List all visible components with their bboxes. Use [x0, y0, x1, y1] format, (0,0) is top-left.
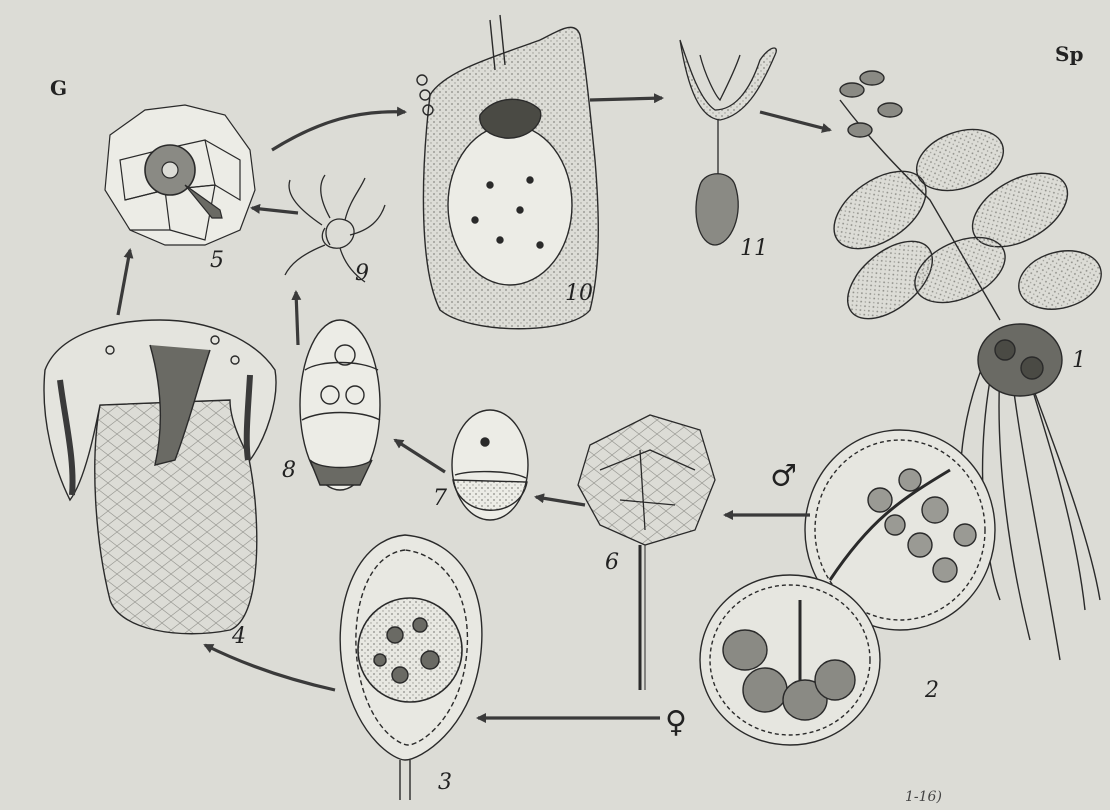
stage-5-fertilized-archegonium — [105, 105, 255, 245]
stage-8-antheridium-cells — [300, 320, 380, 490]
male-symbol: ♂ — [770, 462, 797, 492]
female-symbol: ♀ — [665, 708, 687, 738]
arrow-5-to-10 — [272, 112, 405, 150]
stage-number-7: 7 — [433, 488, 447, 510]
stage-number-11: 11 — [740, 238, 768, 260]
stage-number-3: 3 — [438, 772, 452, 794]
arrow-7-to-8 — [395, 440, 445, 472]
arrow-6-to-7 — [536, 497, 585, 505]
arrow-8-to-9 — [296, 292, 298, 345]
stage-2-sporocarps — [700, 430, 995, 745]
stage-6-microspore — [578, 415, 715, 690]
stage-number-8: 8 — [282, 460, 296, 482]
stage-number-2: 2 — [925, 680, 939, 702]
stage-number-10: 10 — [565, 283, 593, 305]
arrow-10-to-11 — [590, 98, 662, 100]
stage-number-6: 6 — [605, 552, 619, 574]
stage-number-5: 5 — [210, 250, 224, 272]
sporophyte-corner-label: Sp — [1055, 44, 1083, 64]
arrow-4-to-5 — [118, 250, 130, 315]
stage-11-young-sporophyte — [680, 40, 776, 245]
stage-number-9: 9 — [355, 263, 369, 285]
bottom-edge-mark: 1-16) — [905, 790, 942, 804]
arrow-9-to-5 — [252, 208, 298, 213]
stage-number-1: 1 — [1072, 350, 1086, 372]
stage-number-4: 4 — [232, 626, 246, 648]
gametophyte-corner-label: G — [50, 78, 67, 98]
stage-9-spermatozoid — [285, 175, 385, 282]
arrow-11-to-1 — [760, 112, 830, 130]
stage-7-antheridium — [452, 410, 528, 520]
arrow-3-to-4 — [205, 645, 335, 690]
stage-4-female-gametophyte — [44, 320, 276, 634]
stage-3-megasporangium — [340, 535, 482, 800]
